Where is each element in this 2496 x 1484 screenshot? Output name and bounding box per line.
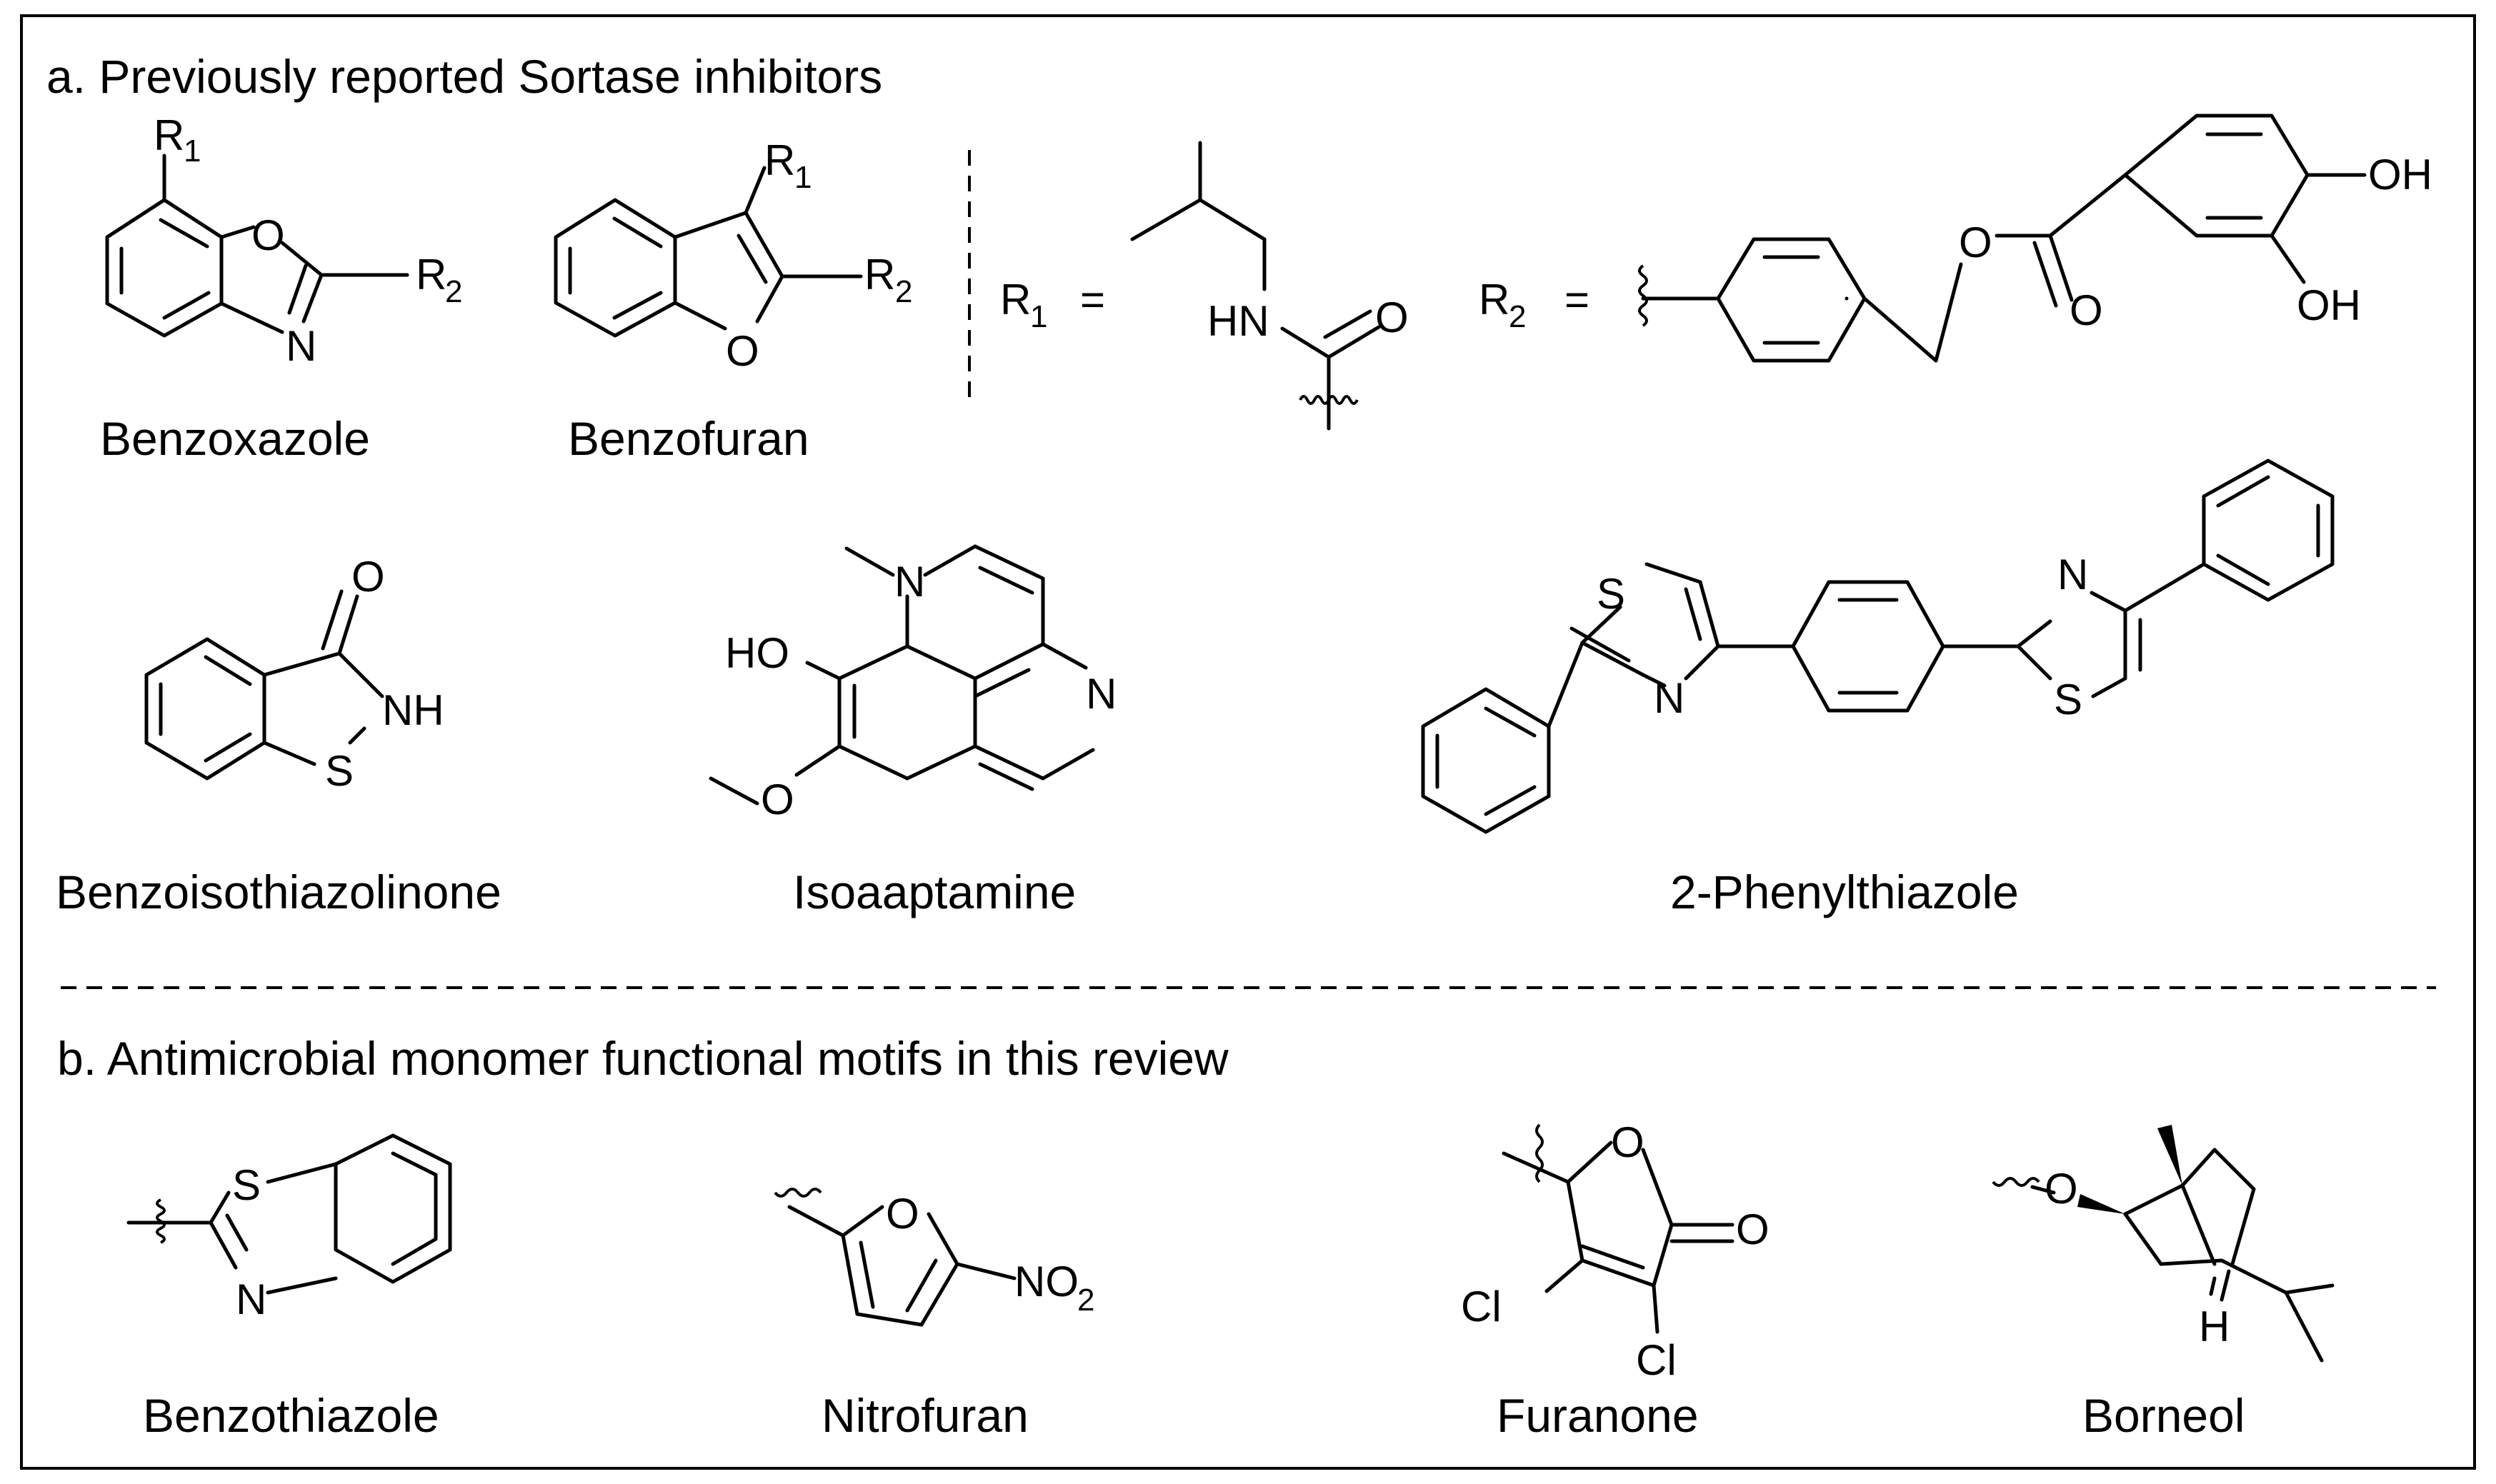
r1-definition: R 1 = HN O xyxy=(1000,141,1409,431)
benzofuran-label: Benzofuran xyxy=(568,412,809,465)
atom-label: O xyxy=(726,327,759,375)
atom-label: N xyxy=(1086,670,1117,718)
atom-label: N xyxy=(236,1275,266,1323)
atom-label: NO xyxy=(1014,1258,1079,1305)
atom-label: H xyxy=(2199,1303,2230,1350)
atom-subscript: 1 xyxy=(1030,299,1047,334)
atom-label: HN xyxy=(1207,297,1269,345)
atom-label: R xyxy=(416,251,446,299)
nitrofuran-structure: O NO 2 xyxy=(774,1188,1094,1327)
isoaptamine-structure: N N HO O xyxy=(709,544,1117,823)
section-b-title: b. Antimicrobial monomer functional moti… xyxy=(57,1032,1229,1085)
atom-label: O xyxy=(886,1190,919,1238)
atom-label: O xyxy=(251,211,285,259)
atom-label: O xyxy=(1611,1118,1644,1166)
atom-subscript: 1 xyxy=(794,160,812,195)
atom-label: = xyxy=(1564,276,1589,324)
furanone-label: Furanone xyxy=(1497,1389,1699,1442)
atom-label: Cl xyxy=(1461,1283,1502,1330)
isoaptamine-label: Isoaaptamine xyxy=(793,866,1076,918)
benzothiazole-label: Benzothiazole xyxy=(143,1389,439,1442)
atom-subscript: 1 xyxy=(184,134,201,169)
atom-label: N xyxy=(286,322,316,370)
atom-label: R xyxy=(764,136,795,184)
atom-label: O xyxy=(1736,1205,1769,1253)
atom-label: Cl xyxy=(1636,1336,1677,1384)
atom-label: S xyxy=(325,747,354,795)
benzoxazole-structure: R 1 O N R 2 xyxy=(105,111,462,370)
atom-label: R xyxy=(864,251,895,299)
borneol-structure: O H xyxy=(1992,1125,2335,1363)
atom-label: N xyxy=(1654,674,1684,722)
atom-label: O xyxy=(1959,219,1992,266)
atom-label: O xyxy=(351,553,385,601)
atom-label: N xyxy=(894,558,925,606)
atom-label: HO xyxy=(725,629,789,677)
atom-label: R xyxy=(154,111,184,159)
phenylthiazole-structure: S N N S xyxy=(1421,458,2335,834)
phenylthiazole-label: 2-Phenylthiazole xyxy=(1670,866,2019,918)
atom-label: O xyxy=(761,776,794,823)
atom-label: S xyxy=(2054,676,2082,723)
benzoxazole-label: Benzoxazole xyxy=(100,412,370,465)
atom-subscript: 2 xyxy=(895,274,912,309)
atom-label: OH xyxy=(2368,151,2432,199)
atom-label: R xyxy=(1479,276,1509,324)
benzoisothiazolinone-structure: O NH S xyxy=(144,553,444,795)
atom-subscript: 2 xyxy=(1509,299,1526,334)
atom-label: S xyxy=(1597,570,1625,618)
atom-label: O xyxy=(1375,294,1409,341)
r2-definition: R 2 = O O OH OH xyxy=(1479,114,2432,363)
benzofuran-structure: R 1 O R 2 xyxy=(554,136,912,375)
atom-subscript: 2 xyxy=(445,274,462,309)
benzothiazole-structure: S N xyxy=(126,1133,452,1323)
figure-frame xyxy=(20,14,2476,1470)
section-a-title: a. Previously reported Sortase inhibitor… xyxy=(46,50,882,103)
borneol-label: Borneol xyxy=(2082,1389,2245,1442)
atom-label: N xyxy=(2057,551,2088,598)
atom-label: O xyxy=(2070,286,2103,334)
benzoisothiazolinone-label: Benzoisothiazolinone xyxy=(56,866,501,918)
atom-label: = xyxy=(1080,276,1105,324)
atom-label: NH xyxy=(382,686,444,734)
atom-label: OH xyxy=(2297,281,2361,329)
nitrofuran-label: Nitrofuran xyxy=(822,1389,1029,1442)
furanone-structure: O O Cl Cl xyxy=(1461,1118,1769,1384)
atom-label: O xyxy=(2045,1165,2078,1213)
atom-label: R xyxy=(1000,276,1031,324)
atom-subscript: 2 xyxy=(1077,1283,1094,1318)
atom-label: S xyxy=(232,1161,261,1209)
